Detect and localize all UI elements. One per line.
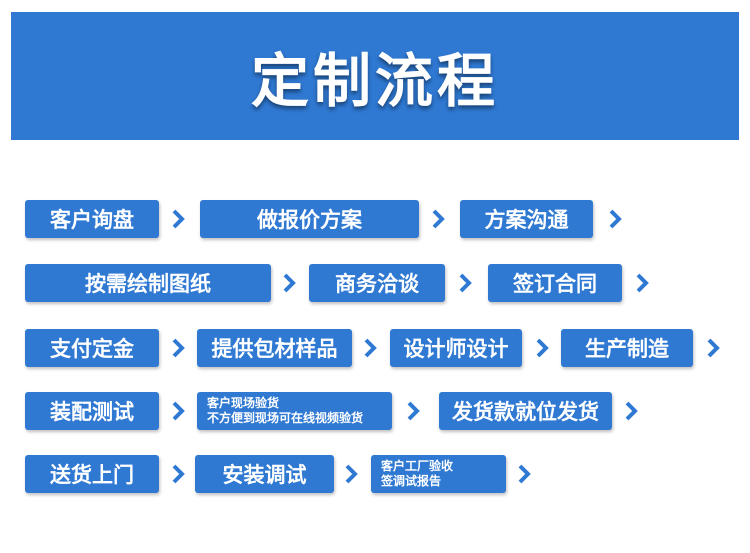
final-line-2: 签调试报告 [381,474,442,488]
chevron-right-icon [607,200,623,238]
chevron-right-icon [430,200,446,238]
chevron-right-icon [170,392,186,430]
step-delivery: 送货上门 [25,455,159,493]
onsite-line-2: 不方便到现场可在线视频验货 [207,411,364,425]
step-acceptance: 装配测试 [25,392,159,430]
step-design: 设计师设计 [390,329,522,367]
step-contract: 签订合同 [488,264,622,302]
step-deposit: 支付定金 [25,329,159,367]
chevron-right-icon [170,200,186,238]
step-inquiry: 客户询盘 [25,200,159,238]
page-title: 定制流程 [250,47,499,115]
step-installation: 安装调试 [195,455,334,493]
step-drawings: 按需绘制图纸 [25,264,271,302]
step-factory-acceptance: 客户工厂验收 签调试报告 [371,455,506,493]
header-banner: 定制流程 [11,12,739,140]
step-shipping-payment: 发货款就位发货 [439,392,612,430]
chevron-right-icon [405,392,421,430]
chevron-right-icon [634,264,650,302]
step-onsite-inspection: 客户现场验货 不方便到现场可在线视频验货 [197,392,392,430]
chevron-right-icon [170,329,186,367]
chevron-right-icon [705,329,721,367]
step-negotiation: 商务洽谈 [309,264,445,302]
chevron-right-icon [534,329,550,367]
chevron-right-icon [343,455,359,493]
chevron-right-icon [457,264,473,302]
step-quote: 做报价方案 [200,200,419,238]
onsite-line-1: 客户现场验货 [207,396,280,410]
chevron-right-icon [281,264,297,302]
chevron-right-icon [623,392,639,430]
step-plan-communication: 方案沟通 [460,200,593,238]
final-line-1: 客户工厂验收 [381,459,454,473]
chevron-right-icon [516,455,532,493]
step-production: 生产制造 [561,329,693,367]
step-samples: 提供包材样品 [197,329,352,367]
chevron-right-icon [362,329,378,367]
chevron-right-icon [170,455,186,493]
